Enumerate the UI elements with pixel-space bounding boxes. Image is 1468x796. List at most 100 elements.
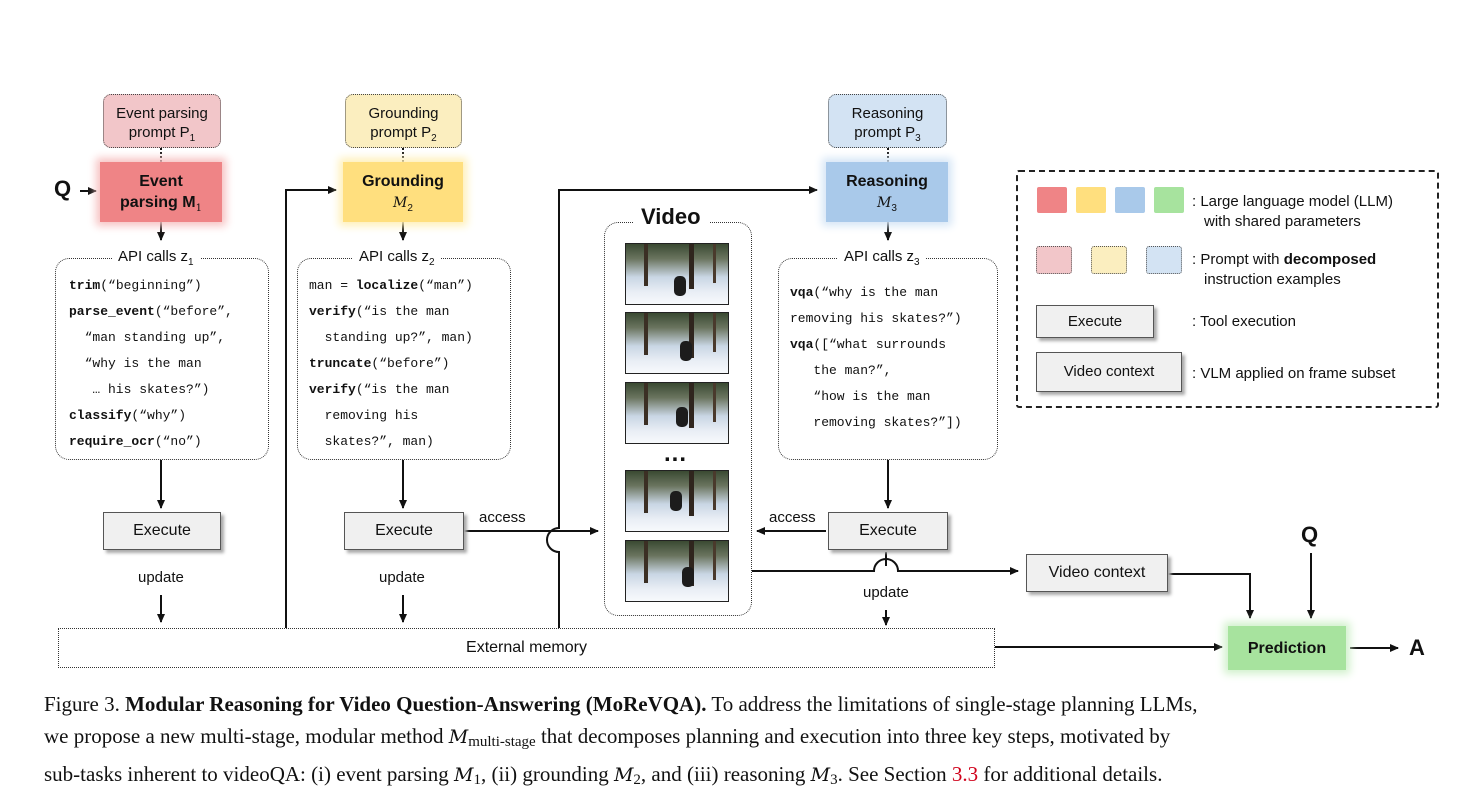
caption-line-3: sub-tasks inherent to videoQA: (i) event… [44, 758, 1468, 796]
code-line: parse_event(“before”, [69, 299, 233, 325]
execute-box-3: Execute [828, 512, 948, 550]
api2-title-text: API calls z [359, 248, 430, 265]
code-arguments: removing his skates?”) [790, 311, 962, 326]
code-function-name: truncate [309, 356, 372, 371]
prompt3-line2: prompt P [854, 124, 916, 141]
code-arguments: (“beginning”) [100, 278, 202, 293]
legend-llm-text: : Large language model (LLM) with shared… [1192, 192, 1393, 232]
code-line: verify(“is the man [309, 299, 473, 325]
prompt2-sub: 2 [431, 133, 437, 144]
code-line: “how is the man [790, 384, 962, 410]
reasoning-model: Reasoning M3 [826, 162, 948, 222]
video-frame-4 [625, 470, 729, 532]
legend-video-context-desc: : VLM applied on frame subset [1192, 365, 1396, 382]
model3-line2: M [877, 195, 892, 211]
caption-title: Modular Reasoning for Video Question-Ans… [125, 692, 707, 716]
code-arguments: ([“what surrounds [813, 337, 947, 352]
code-line: require_ocr(“no”) [69, 429, 233, 455]
context-to-prediction [1168, 573, 1254, 619]
code-line: removing his skates?”) [790, 306, 962, 332]
code-line: “man standing up”, [69, 325, 233, 351]
caption-m-multi: M [448, 726, 469, 748]
external-memory: External memory [58, 628, 995, 668]
prompt2-line2: prompt P [370, 124, 432, 141]
video-frame-2 [625, 312, 729, 374]
caption-line-1: Figure 3. Modular Reasoning for Video Qu… [44, 688, 1468, 720]
code-line: truncate(“before”) [309, 351, 473, 377]
api3-title-text: API calls z [844, 248, 915, 265]
legend-prompt-line1-pre: : Prompt with [1192, 251, 1284, 268]
video-frame-5 [625, 540, 729, 602]
caption-text-2b: that decomposes planning and execution i… [535, 724, 1171, 748]
code-arguments: (“no”) [154, 434, 202, 449]
prompt2-line1: Grounding [368, 105, 439, 122]
code-arguments: (“is the man [355, 382, 450, 397]
legend-video-context-box: Video context [1036, 352, 1182, 392]
caption-text-3b: , (ii) grounding [480, 762, 614, 786]
api-calls-title-3: API calls z3 [838, 248, 926, 268]
legend-llm-line2: with shared parameters [1204, 213, 1361, 230]
code-arguments: man = [309, 278, 356, 293]
caption-section-link[interactable]: 3.3 [951, 762, 979, 786]
model3-line1: Reasoning [846, 173, 928, 190]
prompt1-line2: prompt P [128, 124, 190, 141]
legend-prompt-yellow-swatch [1091, 246, 1127, 274]
legend-llm-blue-swatch [1114, 186, 1146, 214]
legend-execute-box: Execute [1036, 305, 1154, 338]
api-calls-panel-2 [297, 258, 511, 460]
access-label-1: access [479, 509, 526, 526]
reasoning-prompt: Reasoning prompt P3 [828, 94, 947, 148]
caption-m3: M [810, 764, 831, 786]
api-calls-title-2: API calls z2 [353, 248, 441, 268]
model3-sub: 3 [891, 203, 897, 215]
code-function-name: verify [309, 382, 356, 397]
caption-text-2a: we propose a new multi-stage, modular me… [44, 724, 449, 748]
code-arguments: the man?”, [790, 363, 892, 378]
prompt1-sub: 1 [189, 133, 196, 144]
code-arguments: (“why is the man [813, 285, 939, 300]
code-arguments: “man standing up”, [69, 330, 226, 345]
caption-text-1: To address the limitations of single-sta… [706, 692, 1198, 716]
model1-line2: parsing M [120, 194, 196, 211]
legend-llm-yellow-swatch [1075, 186, 1107, 214]
code-line: “why is the man [69, 351, 233, 377]
code-function-name: classify [69, 408, 132, 423]
code-line: the man?”, [790, 358, 962, 384]
api-calls-panel-3 [778, 258, 998, 460]
grounding-prompt: Grounding prompt P2 [345, 94, 462, 148]
question-label-2: Q [1301, 522, 1319, 547]
code-line: … his skates?”) [69, 377, 233, 403]
legend-prompt-bold: decomposed [1283, 251, 1377, 268]
api1-title-text: API calls z [118, 248, 189, 265]
code-arguments: (“why”) [131, 408, 187, 423]
caption-text-3d: . See Section [837, 762, 952, 786]
event-parsing-prompt: Event parsing prompt P1 [103, 94, 221, 148]
code-arguments: (“is the man [355, 304, 450, 319]
update-label-2: update [379, 569, 425, 586]
api1-title-sub: 1 [188, 257, 194, 268]
legend-llm-red-swatch [1036, 186, 1068, 214]
code-function-name: trim [69, 278, 101, 293]
model1-sub: 1 [195, 203, 202, 215]
api3-title-sub: 3 [914, 257, 920, 268]
legend-prompt-text: : Prompt with decomposed instruction exa… [1192, 250, 1376, 290]
legend-llm-line1: : Large language model (LLM) [1192, 193, 1393, 210]
caption-m1-sub: 1 [473, 772, 481, 788]
caption-text-3c: , and (iii) reasoning [640, 762, 811, 786]
code-arguments: removing skates?”]) [790, 415, 962, 430]
caption-m-multi-sub: multi-stage [468, 734, 536, 750]
code-line: trim(“beginning”) [69, 273, 233, 299]
code-function-name: vqa [790, 337, 814, 352]
prompt1-line1: Event parsing [116, 105, 208, 122]
memory-to-m3 [546, 186, 818, 628]
code-function-name: verify [309, 304, 356, 319]
update-label-3: update [863, 584, 909, 601]
code-line: skates?”, man) [309, 429, 473, 455]
video-frame-3 [625, 382, 729, 444]
question-label: Q [54, 176, 72, 201]
api-calls-panel-1 [55, 258, 269, 460]
code-arguments: “why is the man [69, 356, 202, 371]
code-arguments: standing up?”, man) [309, 330, 473, 345]
api-calls-title-1: API calls z1 [112, 248, 200, 268]
